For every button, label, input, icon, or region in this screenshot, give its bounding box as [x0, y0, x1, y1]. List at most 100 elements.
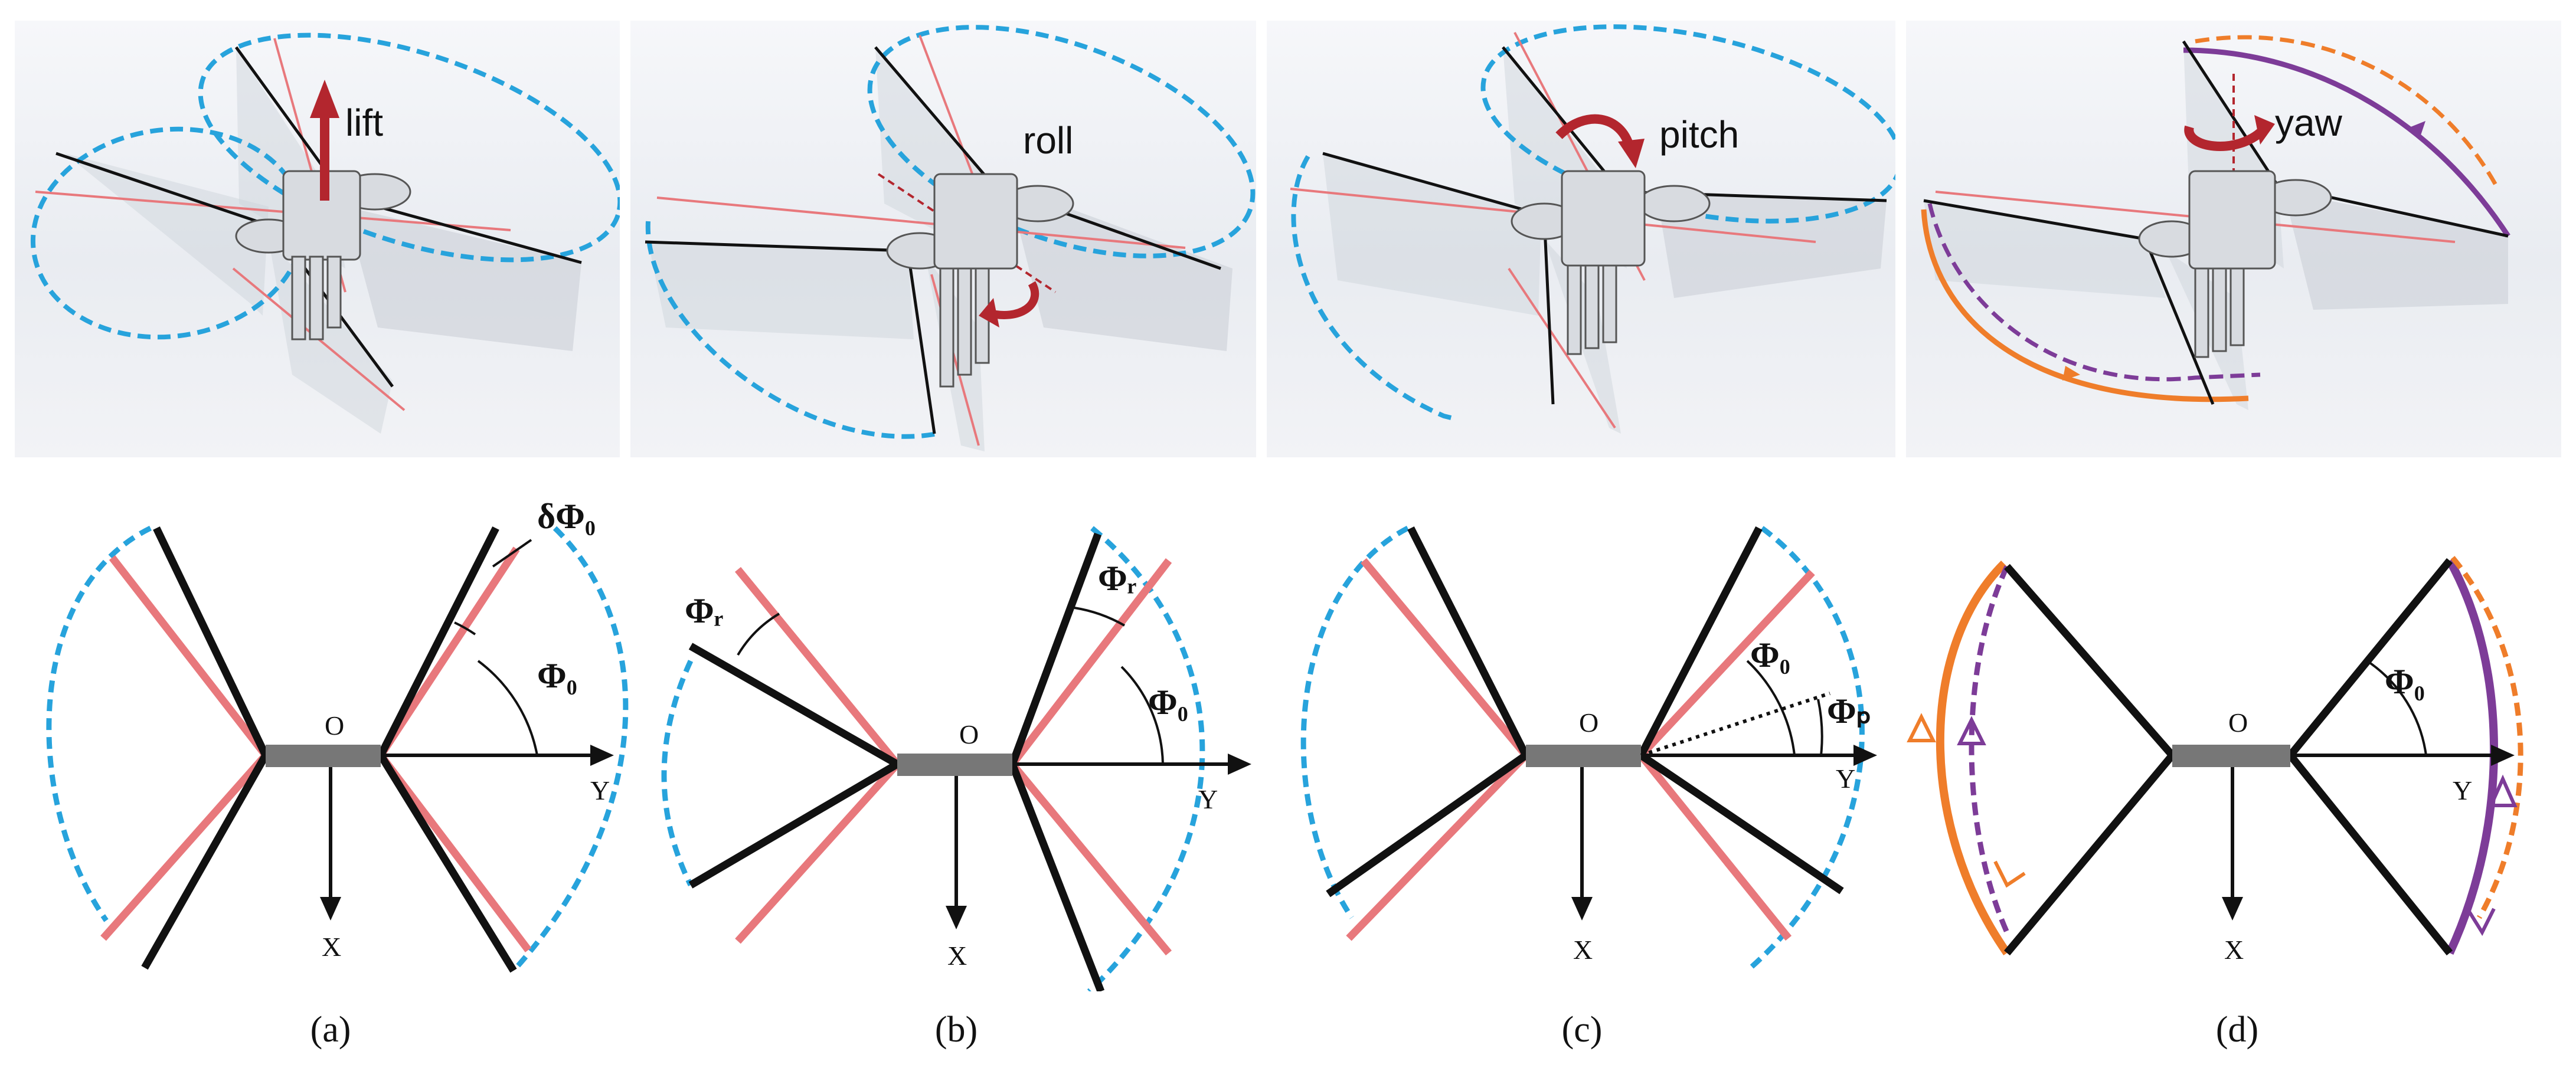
pitch-arrowhead: [1618, 139, 1645, 168]
stroke-plane-line: [109, 555, 269, 758]
angle-arc: [2366, 660, 2427, 756]
stroke-plane-line: [35, 191, 511, 231]
label-roll: roll: [1023, 119, 1073, 162]
wing-membrane: [345, 207, 581, 351]
caption-d: (d): [2215, 1010, 2259, 1050]
label-pitch: pitch: [1659, 113, 1739, 156]
render-lift: lift: [15, 21, 620, 457]
yaw-arrow: [2184, 125, 2267, 151]
label-delta-phi0: δΦ₀: [537, 497, 596, 536]
y-axis-arrowhead: [2491, 745, 2515, 766]
stroke-envelope: [198, 32, 620, 263]
label-phi-r-right: Φᵣ: [1098, 559, 1136, 598]
diagram-a: O Y X δΦ₀ Φ₀: [24, 472, 638, 991]
angle-arc: [454, 621, 476, 636]
body-bar: [2172, 745, 2290, 767]
x-axis-arrowhead: [1571, 897, 1593, 921]
stroke-plane-line: [734, 566, 901, 767]
label-phi-p: Φₚ: [1827, 692, 1871, 731]
yaw-arrowhead: [2254, 115, 2275, 145]
x-axis-arrowhead: [2222, 897, 2243, 921]
trajectory-purple-solid: [2183, 47, 2510, 238]
x-axis-arrowhead: [320, 897, 341, 921]
label-phi0: Φ₀: [2385, 662, 2425, 701]
stroke-plane-line: [377, 753, 532, 952]
angle-arc: [1817, 699, 1823, 756]
label-phi0: Φ₀: [1148, 683, 1188, 722]
label-phi-r-left: Φᵣ: [685, 591, 723, 630]
wing-right-lower: [377, 753, 517, 973]
body-bar: [266, 745, 381, 767]
roll-arrowhead: [979, 298, 999, 327]
trajectory-arrowhead: [1907, 713, 1936, 742]
wing-membrane: [2284, 192, 2508, 310]
label-origin: O: [959, 719, 979, 749]
render-roll: roll: [630, 21, 1256, 457]
label-y-axis: Y: [1836, 764, 1855, 794]
pitch-offset-line: [1640, 692, 1830, 757]
wing-membrane: [1924, 201, 2166, 298]
label-origin: O: [2228, 708, 2248, 738]
diagram-b: O Y X Φᵣ Φᵣ Φ₀: [649, 472, 1263, 991]
stroke-plane-line: [1346, 752, 1529, 941]
stroke-envelope-left: [661, 660, 694, 887]
angle-arc: [492, 539, 532, 568]
stroke-plane-line: [100, 752, 269, 941]
trajectory-orange-solid: [1921, 209, 2249, 402]
body-bar: [1526, 745, 1641, 767]
wing-right-upper: [377, 526, 499, 757]
stroke-plane-line: [1508, 267, 1616, 429]
trajectory-purple-dashed: [1969, 565, 2010, 934]
trajectory-arrowhead: [1957, 716, 1986, 745]
stroke-plane-line: [1009, 558, 1172, 767]
angle-arc: [1746, 660, 1796, 756]
trajectory-arrowhead: [2466, 908, 2496, 936]
label-phi0: Φ₀: [1750, 636, 1790, 674]
robot-body: [1511, 170, 1711, 355]
y-axis-arrowhead: [1228, 754, 1251, 775]
label-x-axis: X: [2224, 935, 2244, 965]
label-x-axis: X: [1573, 935, 1593, 965]
angle-arc: [1074, 607, 1125, 627]
angle-arc: [1120, 666, 1164, 765]
label-yaw: yaw: [2275, 101, 2343, 144]
label-y-axis: Y: [590, 775, 610, 805]
label-y-axis: Y: [1198, 784, 1218, 814]
stroke-envelope-right: [1745, 526, 1865, 973]
wing-membrane: [65, 153, 269, 316]
stroke-plane-line: [1009, 761, 1172, 956]
wing-left-upper: [688, 643, 900, 768]
label-lift: lift: [345, 101, 383, 144]
wing-left-lower: [1326, 752, 1528, 898]
wing-membrane: [1008, 186, 1233, 351]
trajectory-arrowhead: [2062, 366, 2080, 381]
y-axis-arrowhead: [590, 745, 614, 766]
label-origin: O: [1579, 708, 1598, 738]
x-axis-arrowhead: [946, 906, 967, 929]
stroke-envelope-left: [46, 525, 152, 922]
robot-body: [235, 170, 411, 340]
label-x-axis: X: [947, 941, 967, 971]
stroke-plane-line: [377, 546, 520, 758]
stroke-envelope: [645, 221, 938, 439]
wing-left: [2004, 564, 2178, 956]
label-x-axis: X: [322, 932, 341, 962]
stroke-plane-line: [1361, 558, 1529, 758]
stroke-envelope-right: [511, 526, 629, 973]
diagram-c: O Y X Φ₀ Φₚ: [1275, 472, 1889, 991]
wing-left-upper: [153, 526, 269, 757]
wing-membrane: [1323, 153, 1541, 316]
wing-right-lower: [1639, 752, 1844, 895]
wing-right-lower: [1008, 762, 1105, 991]
wing-left-upper: [1407, 526, 1529, 757]
stroke-envelope-left: [1300, 525, 1410, 919]
trajectory-purple-dashed: [1927, 203, 2261, 382]
label-phi0: Φ₀: [537, 656, 577, 695]
render-yaw: yaw: [1906, 21, 2561, 457]
stroke-plane-line: [735, 761, 900, 944]
wing-left-lower: [141, 753, 269, 970]
wing-membrane: [1544, 239, 1621, 434]
body-bar: [897, 754, 1012, 776]
stroke-plane-line: [930, 274, 980, 446]
caption-a: (a): [310, 1010, 351, 1050]
